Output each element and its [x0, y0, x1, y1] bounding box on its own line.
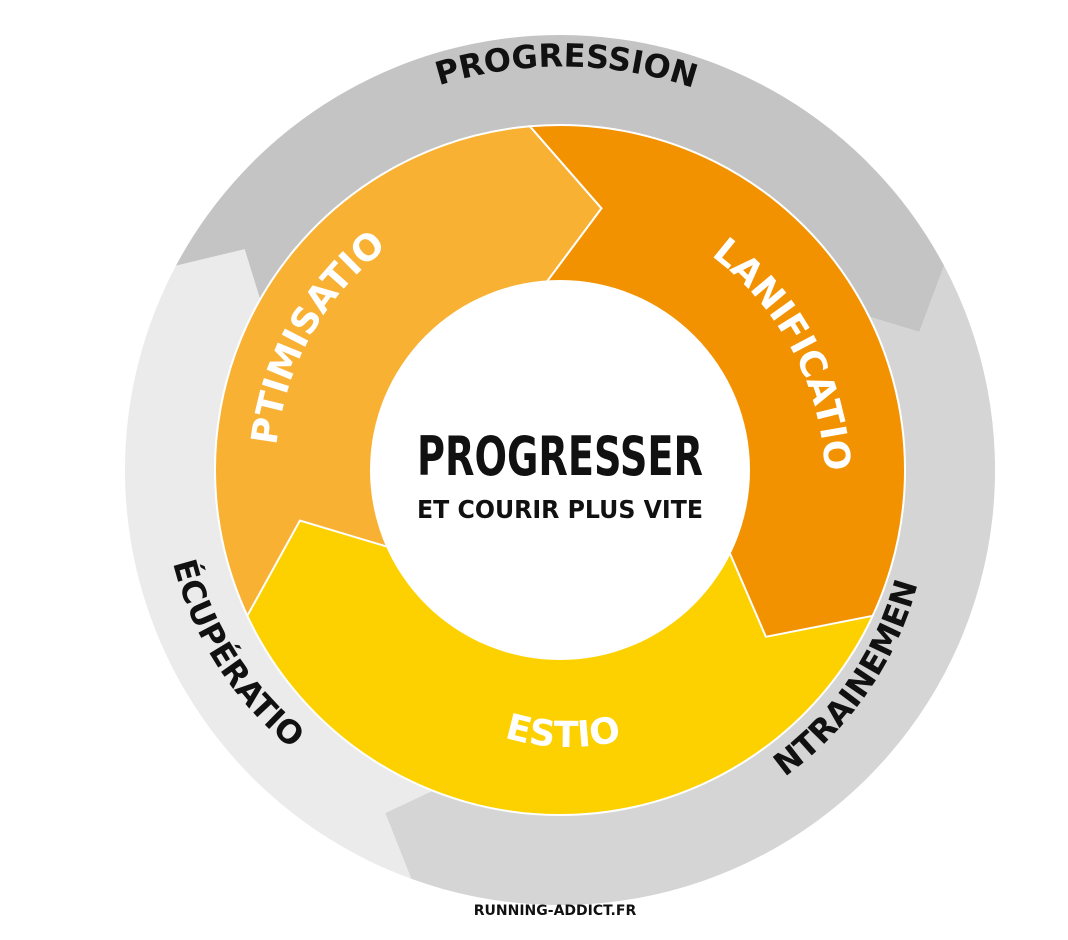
center-title: PROGRESSER — [417, 425, 703, 488]
outer-ring — [124, 34, 996, 906]
outer-arrow-progression — [175, 34, 945, 333]
center-disc — [370, 280, 750, 660]
inner-ring — [214, 123, 906, 816]
center-subtitle: ET COURIR PLUS VITE — [417, 495, 703, 524]
outer-arrow-recuperation — [124, 249, 446, 879]
credit-text: RUNNING-ADDICT.FR — [474, 903, 637, 919]
outer-arrow-entrainement — [385, 265, 996, 906]
